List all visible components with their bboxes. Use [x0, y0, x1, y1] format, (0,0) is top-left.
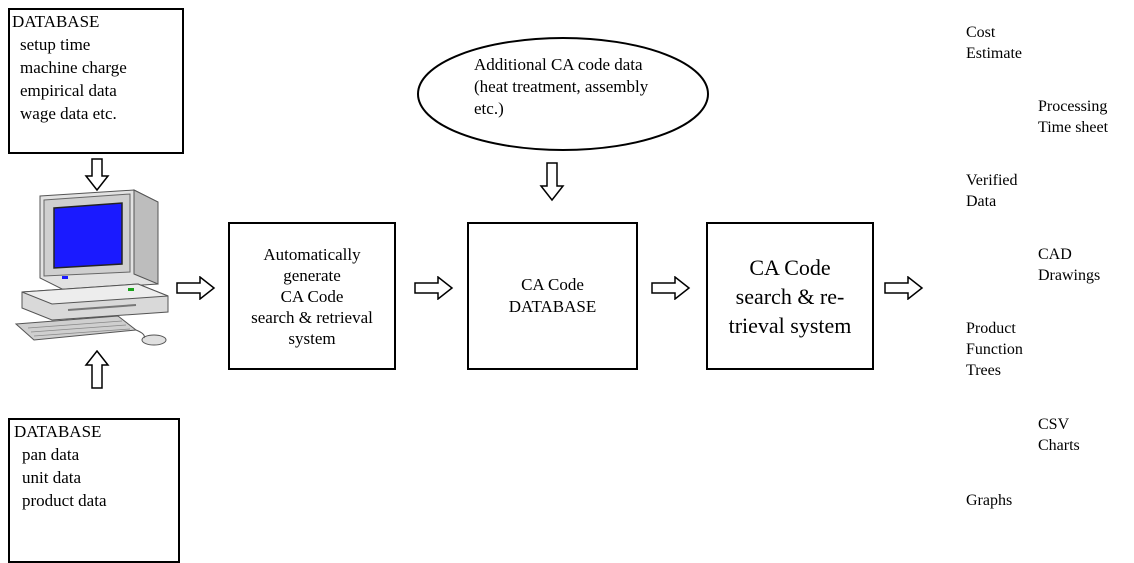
search-retrieval-box: CA Code search & re- trieval system	[706, 222, 874, 370]
database-bottom-box: DATABASE pan data unit data product data	[8, 418, 180, 563]
output-cost-estimate: Cost Estimate	[966, 22, 1022, 64]
database-top-item: empirical data	[20, 81, 117, 100]
output-line: Function	[966, 341, 1023, 358]
generate-system-line: generate	[283, 265, 341, 285]
output-verified-data: Verified Data	[966, 170, 1018, 212]
ellipse-line: Additional CA code	[474, 55, 610, 74]
generate-system-box: Automatically generate CA Code search & …	[228, 222, 396, 370]
output-line: CAD	[1038, 246, 1072, 263]
hollow-arrow-right-icon	[651, 276, 691, 300]
output-line: Charts	[1038, 437, 1080, 454]
ellipse-line: data (heat treatment,	[474, 55, 643, 96]
search-retrieval-line: CA Code	[749, 254, 831, 280]
desktop-computer-icon	[8, 188, 178, 350]
hollow-arrow-down-icon	[84, 158, 110, 192]
output-csv-charts: CSV Charts	[1038, 414, 1080, 456]
hollow-arrow-up-icon	[84, 350, 110, 389]
search-retrieval-line: trieval system	[728, 312, 852, 338]
output-line: Time sheet	[1038, 119, 1109, 136]
hollow-arrow-right-icon	[414, 276, 454, 300]
generate-system-line: system	[288, 328, 336, 348]
database-top-item: setup time	[20, 35, 91, 54]
database-bottom-title: DATABASE	[14, 422, 102, 441]
output-line: Data	[966, 193, 997, 210]
output-graphs: Graphs	[966, 490, 1012, 511]
database-top-title: DATABASE	[12, 12, 100, 31]
output-line: Product	[966, 320, 1016, 337]
ca-code-database-line: CA Code	[521, 275, 584, 294]
database-top-box: DATABASE setup time machine charge empir…	[8, 8, 184, 154]
database-bottom-item: product data	[22, 491, 107, 510]
additional-data-ellipse: Additional CA code data (heat treatment,…	[416, 36, 710, 152]
output-line: Cost	[966, 24, 996, 41]
output-line: Estimate	[966, 45, 1022, 62]
output-line: Graphs	[966, 492, 1013, 509]
output-processing-time-sheet: Processing Time sheet	[1038, 96, 1108, 138]
database-top-item: machine charge	[20, 58, 127, 77]
database-bottom-item: unit data	[22, 468, 82, 487]
output-line: Drawings	[1038, 267, 1101, 284]
search-retrieval-line: search & re-	[735, 283, 845, 309]
ellipse-line: assembly etc.)	[474, 77, 649, 118]
output-line: Verified	[966, 172, 1018, 189]
ca-code-database-box: CA Code DATABASE	[467, 222, 638, 370]
output-cad-drawings: CAD Drawings	[1038, 244, 1100, 286]
generate-system-line: CA Code	[280, 286, 344, 306]
output-line: Trees	[966, 362, 1001, 379]
ca-code-database-line: DATABASE	[508, 297, 597, 316]
hollow-arrow-right-icon	[884, 276, 924, 300]
output-product-function-trees: Product Function Trees	[966, 318, 1023, 381]
output-line: Processing	[1038, 98, 1108, 115]
output-line: CSV	[1038, 416, 1070, 433]
generate-system-line: search & retrieval	[251, 307, 373, 327]
hollow-arrow-down-icon	[539, 162, 565, 202]
generate-system-line: Automatically	[263, 244, 361, 264]
database-top-item: wage data etc.	[20, 104, 117, 123]
hollow-arrow-right-icon	[176, 276, 216, 300]
database-bottom-item: pan data	[22, 445, 80, 464]
